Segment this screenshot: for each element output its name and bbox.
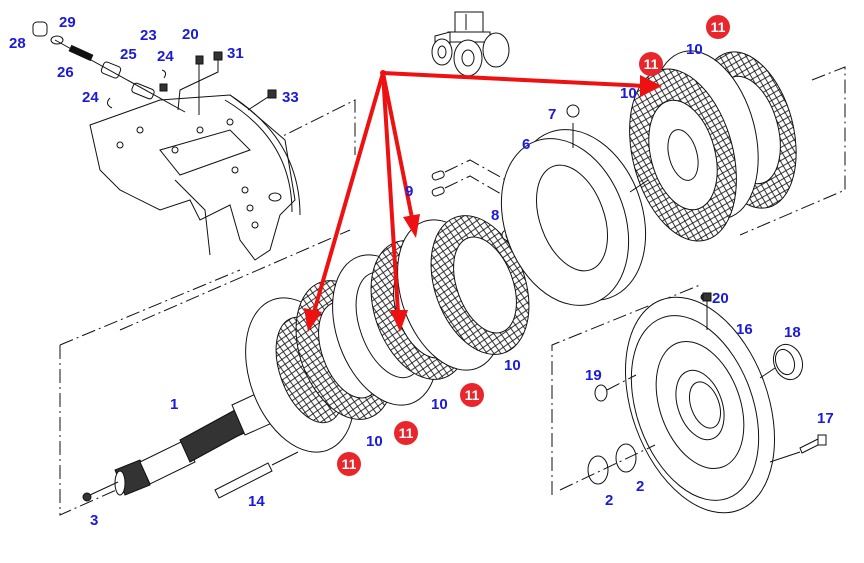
dowel-pin <box>214 451 299 499</box>
callout-29: 29 <box>59 14 76 31</box>
o-ring-2 <box>615 443 637 473</box>
brake-piston <box>500 123 647 306</box>
callout-23: 23 <box>140 27 157 44</box>
callout-8: 8 <box>491 207 500 224</box>
callout-10e: 10 <box>366 433 383 450</box>
callout-10d: 10 <box>431 396 448 413</box>
callout-28: 28 <box>9 35 26 52</box>
callout-33: 33 <box>282 89 299 106</box>
cover-frame <box>551 284 701 495</box>
callout-31: 31 <box>227 45 244 62</box>
callout-10c: 10 <box>504 357 521 374</box>
callout-7: 7 <box>548 106 557 123</box>
cover <box>624 292 776 514</box>
callout-3: 3 <box>90 512 99 529</box>
callout-6: 6 <box>522 136 531 153</box>
seal <box>759 343 804 381</box>
highlight-badge-11: 11 <box>460 383 484 407</box>
callout-25: 25 <box>120 46 137 63</box>
callout-9: 9 <box>405 183 414 200</box>
callout-14: 14 <box>248 493 265 510</box>
callout-2a: 2 <box>605 492 614 509</box>
rear-disc-pack <box>629 50 797 242</box>
callout-24b: 24 <box>82 89 99 106</box>
callout-17: 17 <box>817 410 834 427</box>
rear-disc-frame <box>739 66 846 236</box>
pins <box>431 159 521 206</box>
transmission-housing <box>89 94 301 261</box>
ball <box>566 104 580 118</box>
callout-1: 1 <box>170 396 179 413</box>
callout-20b: 20 <box>712 290 729 307</box>
valve-parts <box>32 21 277 115</box>
callout-19: 19 <box>585 367 602 384</box>
callout-16: 16 <box>736 321 753 338</box>
o-ring-1 <box>587 455 609 485</box>
highlight-badge-11: 11 <box>394 421 418 445</box>
disc-stack <box>245 215 530 453</box>
callout-10a: 10 <box>686 41 703 58</box>
tractor-icon <box>431 11 510 77</box>
callout-24a: 24 <box>157 48 174 65</box>
callout-26: 26 <box>57 64 74 81</box>
highlight-arrows <box>304 70 662 332</box>
callout-10b: 10 <box>620 85 637 102</box>
callout-18: 18 <box>784 324 801 341</box>
callout-2b: 2 <box>636 478 645 495</box>
highlight-badge-11: 11 <box>706 15 730 39</box>
highlight-badge-11: 11 <box>639 52 663 76</box>
washer <box>594 384 608 402</box>
bolt <box>769 434 827 463</box>
callout-20a: 20 <box>182 26 199 43</box>
highlight-badge-11: 11 <box>337 452 361 476</box>
